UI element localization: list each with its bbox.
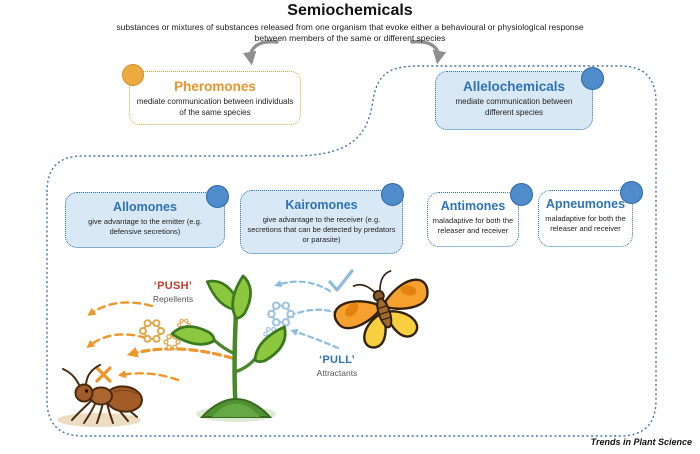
allelochemicals-box: Allelochemicals mediate communication be…	[435, 71, 593, 130]
pheromones-title: Pheromones	[174, 79, 256, 94]
apneumones-dot	[620, 181, 643, 204]
antimones-dot	[510, 183, 533, 206]
pull-label-group: ‘PULL’ Attractants	[292, 354, 382, 378]
allelochemicals-title: Allelochemicals	[462, 79, 566, 94]
page-title: Semiochemicals	[287, 2, 413, 19]
push-sublabel: Repellents	[152, 294, 194, 304]
x-icon	[95, 366, 112, 383]
page-subtitle: substances or mixtures of substances rel…	[116, 22, 584, 44]
apneumones-title: Apneumones	[545, 197, 626, 211]
kairomones-desc: give advantage to the receiver (e.g. sec…	[247, 215, 396, 245]
pull-sublabel: Attractants	[316, 368, 358, 378]
butterfly-illustration	[333, 270, 429, 349]
allelochemicals-dot	[581, 67, 604, 90]
push-arrows	[86, 301, 234, 382]
allelochemicals-desc: mediate communication between different …	[455, 97, 573, 117]
apneumones-desc: maladaptive for both the releaser and re…	[545, 214, 626, 234]
apneumones-box: Apneumones maladaptive for both the rele…	[538, 190, 633, 247]
antimones-box: Antimones maladaptive for both the relea…	[427, 192, 519, 247]
plant-illustration	[170, 271, 296, 422]
kairomones-title: Kairomones	[285, 198, 358, 212]
allomones-desc: give advantage to the emitter (e.g. defe…	[88, 217, 202, 237]
check-icon	[328, 269, 354, 292]
pull-label: ‘PULL’	[318, 354, 356, 366]
allomones-dot	[206, 185, 229, 208]
pheromones-dot	[122, 64, 144, 86]
push-label: ‘PUSH’	[153, 280, 193, 292]
kairomones-dot	[381, 183, 404, 206]
connector-arrows	[242, 40, 447, 66]
allomones-title: Allomones	[113, 200, 177, 214]
ant-illustration	[57, 364, 143, 427]
pheromones-desc: mediate communication between individual…	[136, 97, 294, 117]
pheromones-box: Pheromones mediate communication between…	[129, 71, 301, 125]
arrow-to-pheromones	[242, 40, 279, 66]
antimones-desc: maladaptive for both the releaser and re…	[432, 216, 514, 236]
kairomones-box: Kairomones give advantage to the receive…	[240, 190, 403, 254]
main-container-outline	[46, 65, 657, 437]
arrow-to-allelochemicals	[410, 40, 447, 65]
journal-credit: Trends in Plant Science	[590, 437, 692, 447]
allomones-box: Allomones give advantage to the emitter …	[65, 192, 225, 248]
antimones-title: Antimones	[440, 199, 506, 213]
push-label-group: ‘PUSH’ Repellents	[128, 280, 218, 304]
